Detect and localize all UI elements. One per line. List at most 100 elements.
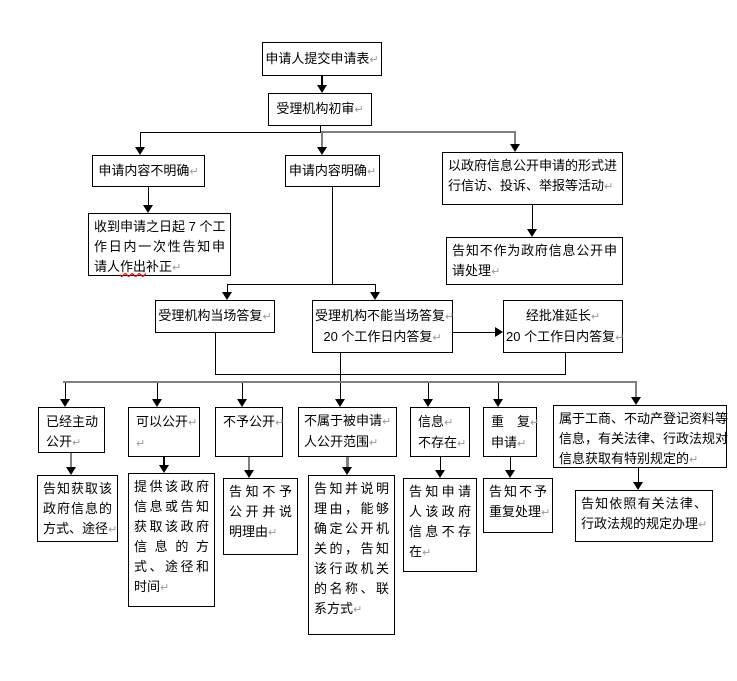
flow-line xyxy=(321,76,323,87)
node-text-line: 请处理↵ xyxy=(452,263,501,278)
flow-line xyxy=(70,453,72,468)
paragraph-mark-icon: ↵ xyxy=(160,582,170,594)
node-text-line: 重复处理↵ xyxy=(489,504,551,519)
node-text-line: 已经主动 xyxy=(46,414,99,429)
node-special-regulation-information: 属于工商、不动产登记资料等信息，有关法律、行政法规对信息获取有特别规定的↵ xyxy=(553,405,728,468)
flow-line xyxy=(320,126,321,133)
paragraph-mark-icon: ↵ xyxy=(457,438,467,450)
node-notify-explain-reasons-and-agency-contact: 告知并说明理由，能够确定公开机关的，告知该行政机关的名称、联系方式↵ xyxy=(308,475,395,635)
arrowhead-icon xyxy=(66,467,76,475)
node-text-line: 人该政府 xyxy=(409,504,471,519)
node-text-line: 公开↵ xyxy=(46,434,82,449)
node-text-line: 信息获取有特别规定的↵ xyxy=(559,451,699,466)
paragraph-mark-icon: ↵ xyxy=(615,331,625,344)
node-text-line: 告知不作为政府信息公开申 xyxy=(452,243,617,258)
node-text-line: 式、途径和 xyxy=(134,559,209,574)
paragraph-mark-icon: ↵ xyxy=(275,417,285,429)
paragraph-mark-icon: ↵ xyxy=(268,527,278,539)
node-text-line: 收到申请之日起 7 个工 xyxy=(94,219,226,234)
paragraph-mark-icon: ↵ xyxy=(369,437,379,449)
node-text-line: 该行政机关 xyxy=(314,561,389,576)
flow-line xyxy=(346,457,349,469)
paragraph-mark-icon: ↵ xyxy=(136,438,146,450)
flow-line xyxy=(635,381,637,398)
arrowhead-icon xyxy=(135,147,145,155)
node-petition-complaint-activities: 以政府信息公开申请的形式进行信访、投诉、举报等活动↵ xyxy=(442,152,623,205)
paragraph-mark-icon: ↵ xyxy=(491,266,501,278)
flow-line xyxy=(63,381,636,383)
flow-line xyxy=(375,284,376,294)
paragraph-mark-icon: ↵ xyxy=(422,547,432,559)
paragraph-mark-icon: ↵ xyxy=(108,524,118,536)
flow-line xyxy=(332,187,333,285)
node-submit-application-form: 申请人提交申请表↵ xyxy=(262,42,382,76)
flow-line xyxy=(242,383,243,400)
flow-line xyxy=(65,383,66,400)
paragraph-mark-icon: ↵ xyxy=(354,104,364,116)
node-can-be-disclosed: 可以公开↵↵ xyxy=(128,407,200,457)
flow-line xyxy=(227,284,228,294)
arrowhead-icon xyxy=(317,147,327,155)
node-text-line: 告知申请 xyxy=(409,484,471,499)
paragraph-mark-icon: ↵ xyxy=(689,454,699,466)
flow-line xyxy=(565,353,566,375)
flow-line xyxy=(227,284,376,285)
node-text-line: 的名称、联 xyxy=(314,581,389,596)
node-text-line: 关的，告知 xyxy=(314,541,389,556)
node-text-line: 公开并说 xyxy=(229,504,292,519)
node-text-line: 受理机构不能当场答复↵ xyxy=(315,307,455,323)
node-already-proactively-disclosed: 已经主动公开↵ xyxy=(38,407,105,453)
flow-line xyxy=(163,457,165,467)
node-acceptance-agency-initial-review: 受理机构初审↵ xyxy=(268,93,372,126)
node-text-line: 行信访、投诉、举报等活动↵ xyxy=(448,178,614,193)
flow-line xyxy=(321,131,323,148)
arrowhead-icon xyxy=(159,465,169,473)
node-notify-not-processed-as-disclosure: 告知不作为政府信息公开申请处理↵ xyxy=(446,237,623,285)
arrowhead-icon xyxy=(244,470,254,478)
node-text-line: 在↵ xyxy=(409,544,432,559)
spellcheck-underline: 作出 xyxy=(120,259,147,274)
node-not-to-be-disclosed: 不予公开↵ xyxy=(215,407,285,457)
node-text-line: 作日内一次性告知申 xyxy=(94,239,225,254)
node-text-line: 告知获取该 xyxy=(43,481,112,496)
node-content-unclear: 申请内容不明确↵ xyxy=(92,155,205,187)
paragraph-mark-icon: ↵ xyxy=(72,437,82,449)
node-content-clear: 申请内容明确↵ xyxy=(285,155,380,187)
node-reply-on-spot: 受理机构当场答复↵ xyxy=(155,300,275,333)
node-text-line: 不存在↵ xyxy=(418,435,467,450)
arrowhead-icon xyxy=(60,399,70,407)
arrowhead-icon xyxy=(505,470,515,478)
flow-line xyxy=(322,131,516,133)
node-text-line: 时间↵ xyxy=(134,579,170,594)
arrowhead-icon xyxy=(493,399,503,407)
paragraph-mark-icon: ↵ xyxy=(541,507,551,519)
node-text-line: 人公开范围↵ xyxy=(304,434,379,449)
paragraph-mark-icon: ↵ xyxy=(382,416,392,428)
arrowhead-icon xyxy=(335,399,345,407)
node-text-line: 告知并说明 xyxy=(314,481,389,496)
node-text-line: 系方式↵ xyxy=(314,601,363,616)
arrowhead-icon xyxy=(423,399,433,407)
node-text-line: 申请内容明确↵ xyxy=(288,162,377,178)
arrowhead-icon xyxy=(435,470,445,478)
node-text-line: 政府信息的 xyxy=(43,501,112,516)
node-text-line: 信息↵ xyxy=(418,414,454,429)
arrowhead-icon xyxy=(370,292,380,300)
arrowhead-icon xyxy=(631,397,641,405)
node-text-line: 获取该政府 xyxy=(134,519,209,534)
node-notify-access-method-way: 告知获取该政府信息的方式、途径↵ xyxy=(37,475,118,542)
flow-line xyxy=(440,457,441,471)
node-text-line: 受理机构当场答复↵ xyxy=(158,308,272,323)
node-notify-non-disclosure-with-reasons: 告知不予公开并说明理由↵ xyxy=(223,478,298,555)
paragraph-mark-icon: ↵ xyxy=(530,417,540,429)
arrowhead-icon xyxy=(495,327,503,337)
paragraph-mark-icon: ↵ xyxy=(189,165,199,178)
paragraph-mark-icon: ↵ xyxy=(353,604,363,616)
node-provide-info-or-notify-method-way-time: 提供该政府信息或告知获取该政府信息的方式、途径和时间↵ xyxy=(128,473,215,607)
node-text-line: 告知依照有关法律、 xyxy=(581,496,707,511)
flow-line xyxy=(248,457,250,471)
paragraph-mark-icon: ↵ xyxy=(590,310,601,323)
paragraph-mark-icon: ↵ xyxy=(445,310,455,323)
node-text-line: 不予公开↵ xyxy=(223,414,285,429)
